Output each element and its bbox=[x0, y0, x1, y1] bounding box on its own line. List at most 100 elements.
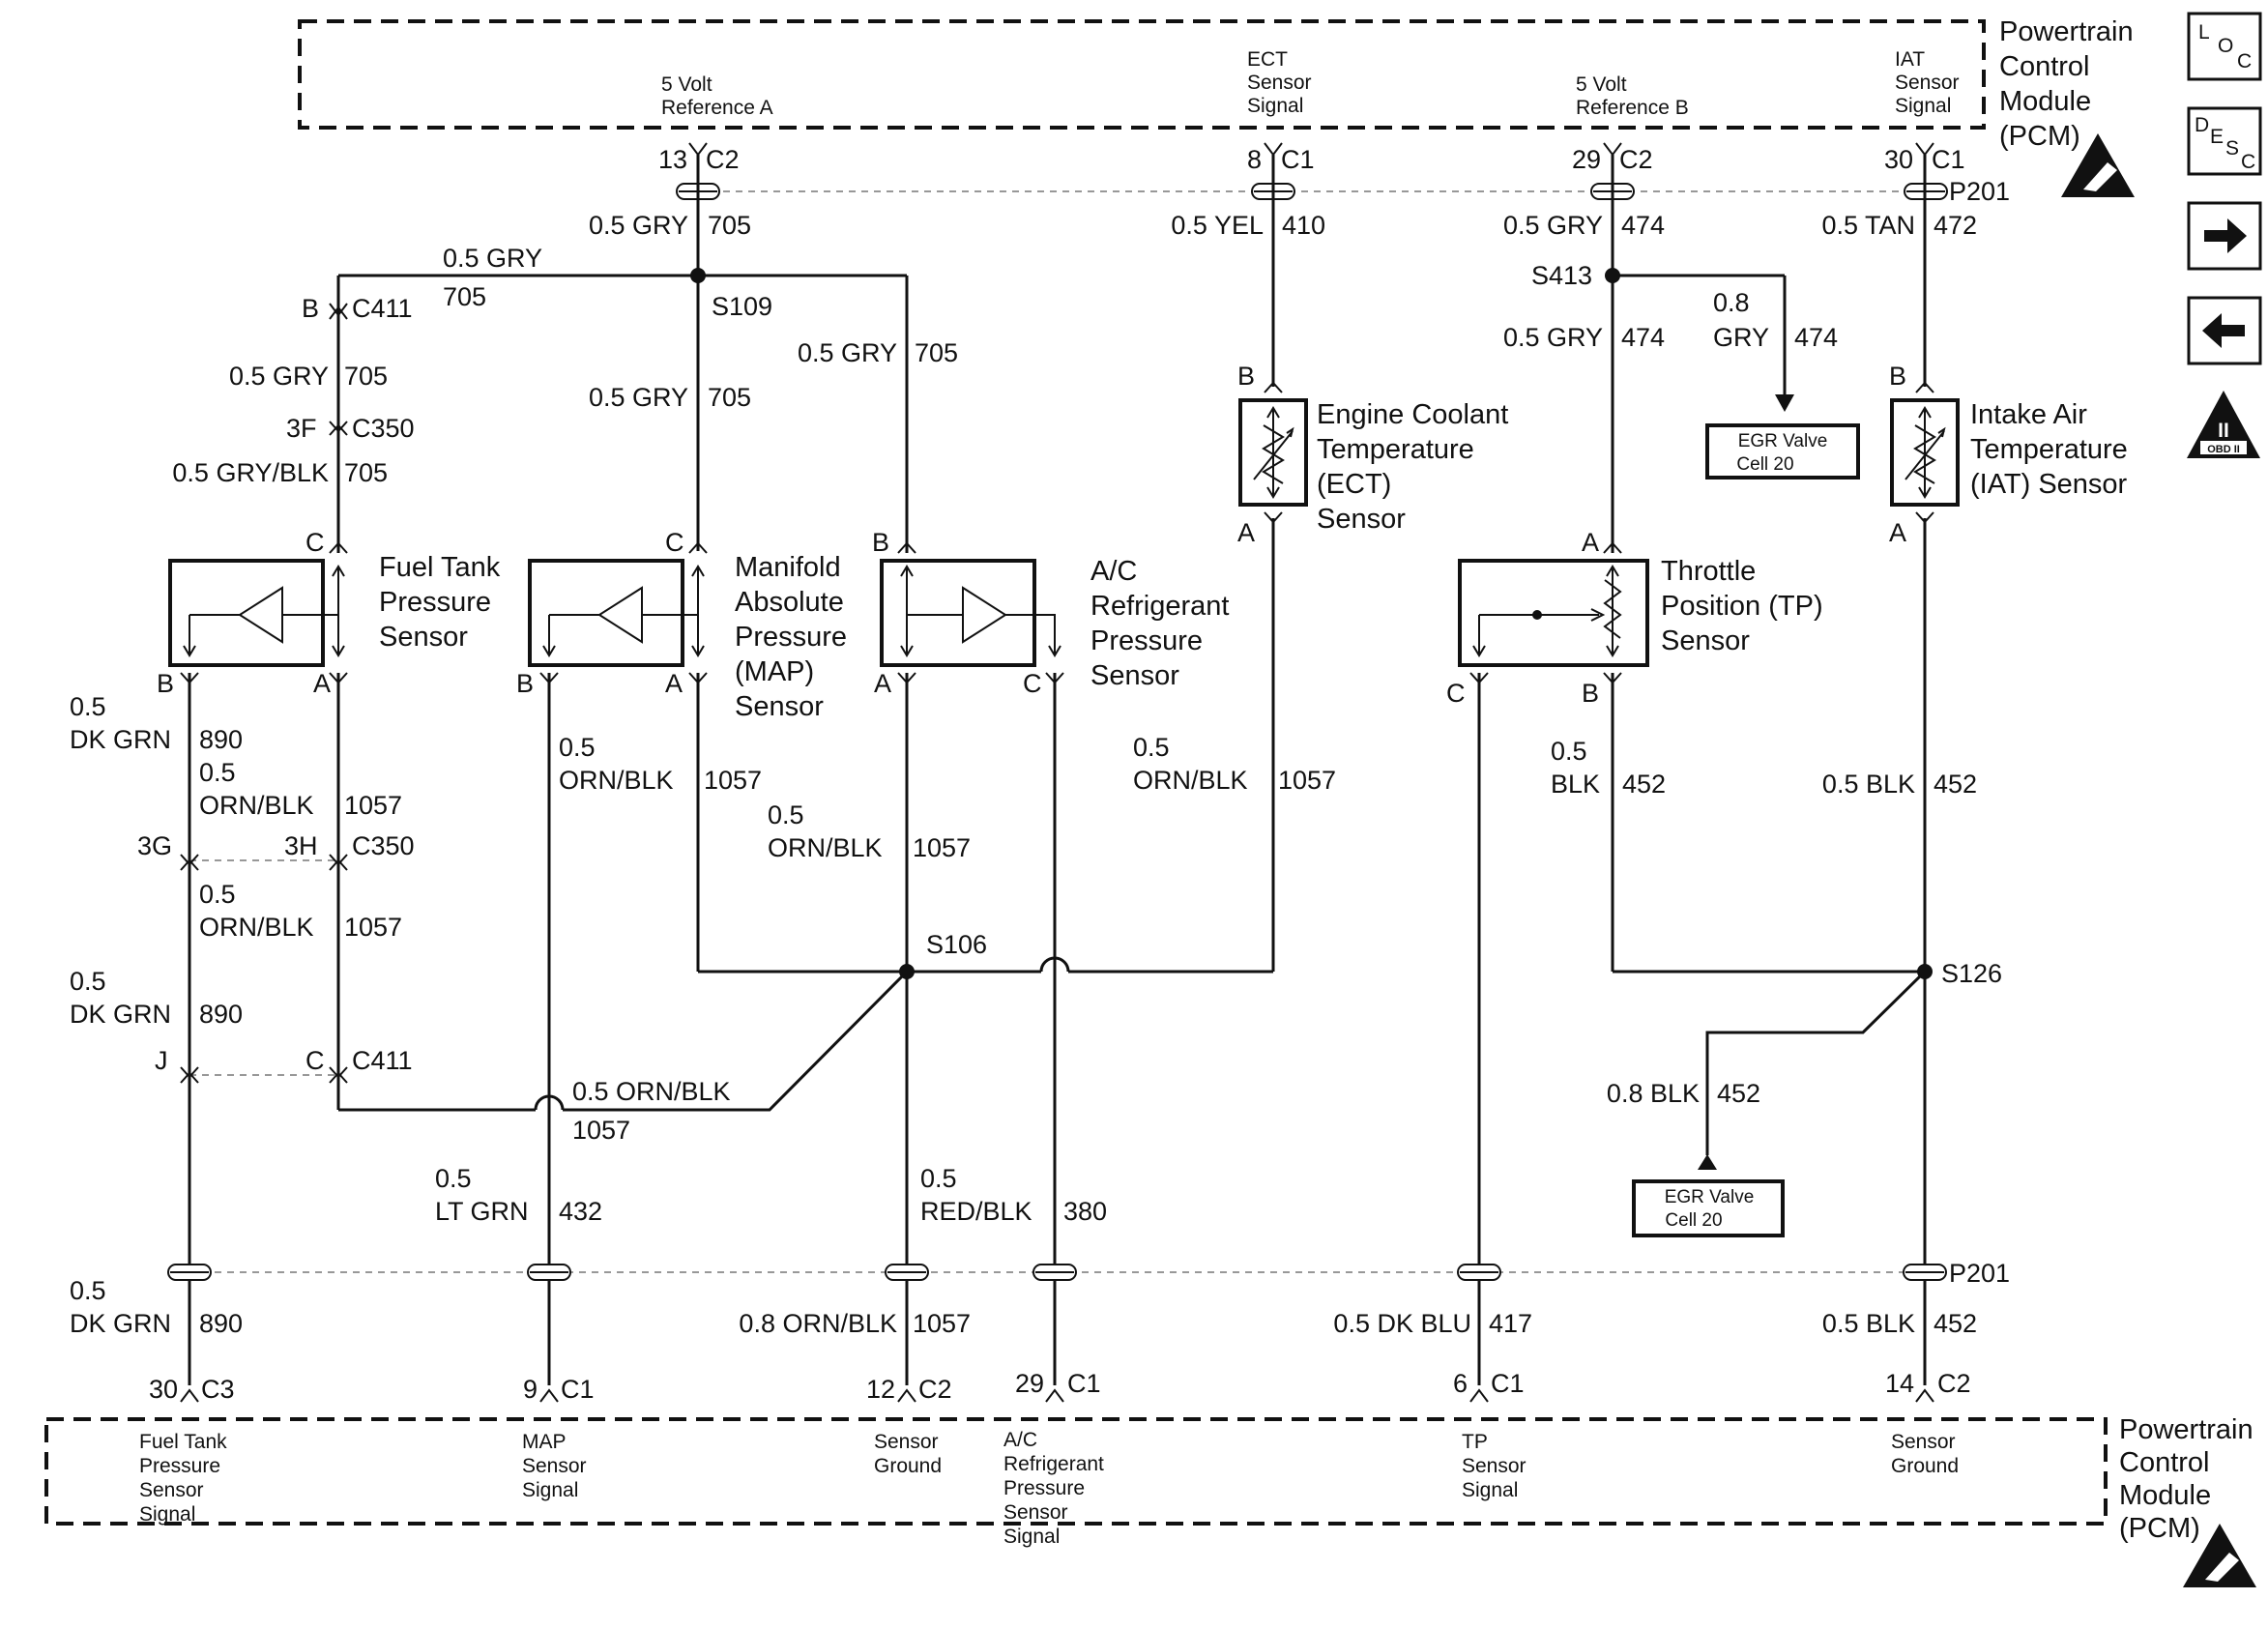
svg-text:Sensor: Sensor bbox=[139, 1479, 204, 1501]
svg-text:RED/BLK: RED/BLK bbox=[920, 1197, 1032, 1226]
bottom-pin-6: 14 bbox=[1885, 1369, 1914, 1398]
map-pin-b: B bbox=[516, 669, 534, 698]
svg-text:0.8 ORN/BLK: 0.8 ORN/BLK bbox=[739, 1309, 897, 1338]
c411-top-label: C411 bbox=[352, 294, 413, 323]
svg-text:890: 890 bbox=[199, 1000, 243, 1029]
bottom-pin-desc-6: Sensor Ground bbox=[1891, 1431, 1959, 1477]
top-conn-1: C2 bbox=[706, 145, 740, 174]
svg-text:0.5: 0.5 bbox=[768, 800, 804, 829]
esd-icon-top bbox=[2061, 133, 2135, 197]
wire-label-890-b: 0.5 DK GRN 890 bbox=[70, 967, 243, 1029]
wire-label-1057-ac: 0.5 ORN/BLK 1057 bbox=[768, 800, 971, 862]
wire-label-1057-b: 0.5 ORN/BLK 1057 bbox=[199, 880, 402, 942]
bottom-conn-5: C1 bbox=[1491, 1369, 1525, 1398]
wire-label-452-tp: 0.5 BLK 452 bbox=[1551, 737, 1666, 799]
bottom-pin-desc-5: TP Sensor Signal bbox=[1462, 1431, 1527, 1501]
iat-pin-b: B bbox=[1889, 362, 1906, 391]
top-conn-3: C2 bbox=[1619, 145, 1653, 174]
svg-text:472: 472 bbox=[1934, 211, 1977, 240]
svg-text:410: 410 bbox=[1282, 211, 1325, 240]
top-pin-desc-4: IAT Sensor Signal bbox=[1895, 48, 1960, 117]
splice-s106-dot bbox=[899, 964, 915, 979]
svg-text:Position (TP): Position (TP) bbox=[1661, 591, 1823, 622]
svg-text:S: S bbox=[2225, 137, 2239, 160]
svg-text:C: C bbox=[2241, 151, 2255, 173]
wires bbox=[188, 155, 1927, 1385]
svg-text:L: L bbox=[2198, 21, 2210, 44]
loc-icon[interactable]: L O C bbox=[2187, 12, 2262, 81]
ac-pin-b: B bbox=[872, 528, 889, 557]
wire-label-452-bot: 0.5 BLK 452 bbox=[1822, 1309, 1977, 1338]
map-sensor-symbol bbox=[528, 559, 705, 667]
svg-text:432: 432 bbox=[559, 1197, 602, 1226]
svg-text:0.5: 0.5 bbox=[1551, 737, 1587, 766]
svg-text:0.5 TAN: 0.5 TAN bbox=[1821, 211, 1915, 240]
ect-pin-a: A bbox=[1237, 518, 1255, 547]
tp-pin-c: C bbox=[1446, 679, 1466, 708]
bottom-conn-3: C2 bbox=[918, 1375, 952, 1404]
svg-text:DK GRN: DK GRN bbox=[70, 1309, 171, 1338]
fuel-tank-pin-b: B bbox=[157, 669, 174, 698]
desc-icon[interactable]: D E S C bbox=[2187, 106, 2262, 176]
prev-arrow-icon[interactable] bbox=[2187, 296, 2262, 365]
bottom-pin-4: 29 bbox=[1015, 1369, 1044, 1398]
svg-text:0.5 GRY: 0.5 GRY bbox=[1503, 211, 1603, 240]
top-conn-4: C1 bbox=[1932, 145, 1965, 174]
c411-terminal-b bbox=[329, 305, 348, 320]
svg-text:705: 705 bbox=[915, 338, 958, 367]
svg-text:Sensor: Sensor bbox=[379, 622, 468, 653]
svg-text:Intake Air: Intake Air bbox=[1970, 399, 2087, 430]
pcm-top-label: Powertrain Control Module (PCM) bbox=[1999, 16, 2134, 152]
svg-text:(IAT) Sensor: (IAT) Sensor bbox=[1970, 469, 2128, 500]
svg-text:705: 705 bbox=[344, 362, 388, 391]
svg-text:Ground: Ground bbox=[1891, 1455, 1959, 1477]
wire-label-380: 0.5 RED/BLK 380 bbox=[920, 1164, 1107, 1226]
wire-label-1057-diag: 0.5 ORN/BLK 1057 bbox=[572, 1077, 731, 1145]
svg-text:Absolute: Absolute bbox=[735, 587, 844, 618]
svg-text:452: 452 bbox=[1622, 770, 1666, 799]
svg-text:LT GRN: LT GRN bbox=[435, 1197, 529, 1226]
svg-text:Temperature: Temperature bbox=[1317, 434, 1474, 465]
c411-bottom-label: C411 bbox=[352, 1046, 413, 1075]
svg-text:II: II bbox=[2218, 420, 2229, 442]
svg-text:Sensor: Sensor bbox=[1661, 625, 1750, 656]
svg-text:0.5 BLK: 0.5 BLK bbox=[1822, 1309, 1915, 1338]
svg-text:Refrigerant: Refrigerant bbox=[1003, 1453, 1104, 1475]
pcm-bottom-box bbox=[44, 1417, 2108, 1526]
svg-text:474: 474 bbox=[1794, 323, 1838, 352]
bottom-conn-4: C1 bbox=[1067, 1369, 1101, 1398]
svg-text:Reference A: Reference A bbox=[661, 97, 773, 119]
svg-text:ORN/BLK: ORN/BLK bbox=[768, 833, 883, 862]
splice-s106: S106 bbox=[926, 930, 987, 959]
wire-label-1057-map: 0.5 ORN/BLK 1057 bbox=[559, 733, 762, 795]
wire-label-705-gryblk: 0.5 GRY/BLK 705 bbox=[172, 458, 388, 487]
wire-label-890-bot: 0.5 DK GRN 890 bbox=[70, 1276, 243, 1338]
bottom-pin-3: 12 bbox=[866, 1375, 895, 1404]
obd-ii-icon[interactable]: II OBD II bbox=[2187, 391, 2260, 458]
svg-text:MAP: MAP bbox=[522, 1431, 567, 1453]
svg-text:Throttle: Throttle bbox=[1661, 556, 1756, 587]
tp-sensor-symbol bbox=[1458, 559, 1649, 667]
svg-text:1057: 1057 bbox=[913, 1309, 971, 1338]
svg-text:Ground: Ground bbox=[874, 1455, 942, 1477]
svg-text:Manifold: Manifold bbox=[735, 552, 841, 583]
c350-terminal-a bbox=[329, 421, 348, 433]
svg-text:0.5 GRY: 0.5 GRY bbox=[443, 244, 542, 273]
svg-text:E: E bbox=[2210, 126, 2224, 148]
svg-text:0.5: 0.5 bbox=[70, 692, 106, 721]
svg-text:0.5 ORN/BLK: 0.5 ORN/BLK bbox=[572, 1077, 731, 1106]
next-arrow-icon[interactable] bbox=[2187, 201, 2262, 271]
c350-pin-3f: 3F bbox=[286, 414, 317, 443]
c350-bottom-label: C350 bbox=[352, 831, 415, 860]
map-pin-c: C bbox=[665, 528, 684, 557]
fuel-tank-pin-c: C bbox=[305, 528, 325, 557]
svg-text:(MAP): (MAP) bbox=[735, 656, 814, 687]
svg-text:0.5 GRY: 0.5 GRY bbox=[1503, 323, 1603, 352]
svg-text:Signal: Signal bbox=[1895, 95, 1951, 117]
wire-label-705-ac: 0.5 GRY 705 bbox=[798, 338, 958, 367]
svg-text:1057: 1057 bbox=[704, 766, 762, 795]
c411-pin-c: C bbox=[305, 1046, 325, 1075]
iat-sensor-symbol bbox=[1890, 398, 1960, 507]
svg-text:Sensor: Sensor bbox=[874, 1431, 939, 1453]
